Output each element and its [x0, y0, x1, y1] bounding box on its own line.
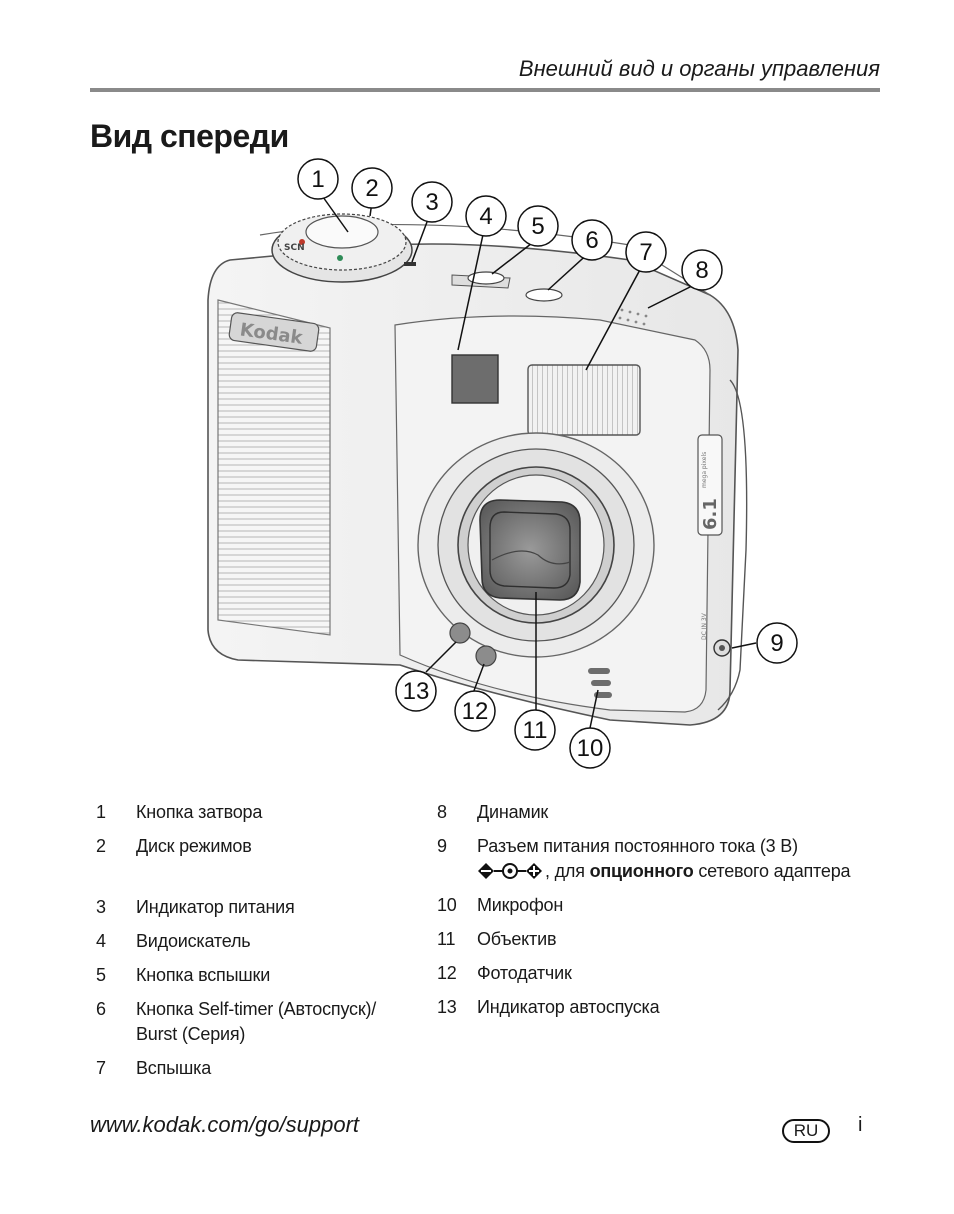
section-header: Внешний вид и органы управления	[518, 56, 880, 81]
legend-item: 2 Диск режимов	[96, 834, 416, 859]
legend-text: Кнопка затвора	[136, 802, 263, 822]
legend-number: 13	[437, 997, 457, 1017]
legend-number: 1	[96, 802, 106, 822]
legend-text-line: Разъем питания постоянного тока (3 В)	[477, 836, 798, 856]
legend-number: 3	[96, 897, 106, 917]
legend-number: 9	[437, 836, 447, 856]
callout-6: 6	[585, 227, 598, 254]
legend-number: 4	[96, 931, 106, 951]
legend-text: Кнопка Self-timer (Автоспуск)/ Burst (Се…	[136, 997, 416, 1047]
language-badge: RU	[782, 1119, 830, 1143]
legend-item: 13 Индикатор автоспуска	[437, 995, 897, 1020]
legend-right-column: 8 Динамик 9 Разъем питания постоянного т…	[437, 800, 897, 1029]
legend-text: Видоискатель	[136, 931, 251, 951]
legend-text-bold: опционного	[589, 861, 694, 881]
legend-text-part: сетевого адаптера	[693, 861, 851, 881]
legend-text: Вспышка	[136, 1058, 212, 1078]
legend-text-line: Burst (Серия)	[136, 1024, 246, 1044]
legend-text-line: Кнопка Self-timer (Автоспуск)/	[136, 999, 377, 1019]
legend-item: 6 Кнопка Self-timer (Автоспуск)/ Burst (…	[96, 997, 416, 1047]
callout-13: 13	[403, 678, 430, 705]
page-title: Вид спереди	[90, 118, 289, 154]
legend-text: Микрофон	[477, 895, 564, 915]
legend-number: 11	[437, 929, 456, 949]
legend-item: 4 Видоискатель	[96, 929, 416, 954]
callout-3: 3	[425, 189, 438, 216]
legend-item: 8 Динамик	[437, 800, 897, 825]
legend-number: 5	[96, 965, 106, 985]
legend-item: 1 Кнопка затвора	[96, 800, 416, 825]
callout-9: 9	[770, 630, 783, 657]
dc-polarity-icon	[478, 863, 542, 879]
dc-in-label: DC IN 3V	[701, 612, 708, 640]
legend-item: 5 Кнопка вспышки	[96, 963, 416, 988]
support-url-link[interactable]: www.kodak.com/go/support	[90, 1112, 360, 1137]
callout-5: 5	[531, 213, 544, 240]
callout-8: 8	[695, 257, 708, 284]
legend-number: 12	[437, 963, 457, 983]
legend-text: Объектив	[477, 929, 557, 949]
legend-number: 6	[96, 999, 106, 1019]
legend-text: Разъем питания постоянного тока (3 В) , …	[477, 834, 897, 884]
legend-text: Индикатор автоспуска	[477, 997, 660, 1017]
callout-10: 10	[577, 735, 604, 762]
legend-item: 11 Объектив	[437, 927, 897, 952]
callout-4: 4	[479, 203, 492, 230]
legend-number: 7	[96, 1058, 106, 1078]
legend-number: 8	[437, 802, 447, 822]
legend-number: 2	[96, 836, 106, 856]
legend-text: Диск режимов	[136, 836, 252, 856]
legend-text-part: , для	[545, 861, 590, 881]
callout-12: 12	[462, 698, 489, 725]
legend-text: Индикатор питания	[136, 897, 295, 917]
megapixel-badge-unit: mega pixels	[701, 452, 708, 488]
legend-left-column: 1 Кнопка затвора 2 Диск режимов 3 Индика…	[96, 800, 416, 1090]
callout-7: 7	[639, 239, 652, 266]
legend-text: Динамик	[477, 802, 549, 822]
legend-item: 9 Разъем питания постоянного тока (3 В) …	[437, 834, 897, 884]
legend-text: Фотодатчик	[477, 963, 572, 983]
legend-item: 12 Фотодатчик	[437, 961, 897, 986]
page-number: i	[858, 1114, 863, 1136]
megapixel-badge-value: 6.1	[700, 498, 721, 530]
legend-item: 7 Вспышка	[96, 1056, 416, 1081]
camera-illustration: Kodak SCN 6.1 mega pixels DC IN 3V	[207, 158, 798, 769]
callout-1: 1	[311, 166, 324, 193]
legend-text: Кнопка вспышки	[136, 965, 271, 985]
legend-item: 10 Микрофон	[437, 893, 897, 918]
header-rule	[90, 88, 880, 92]
mode-dial-label: SCN	[284, 243, 305, 253]
callout-11: 11	[523, 717, 548, 744]
legend-item: 3 Индикатор питания	[96, 895, 416, 920]
legend-number: 10	[437, 895, 457, 915]
callout-2: 2	[365, 175, 378, 202]
